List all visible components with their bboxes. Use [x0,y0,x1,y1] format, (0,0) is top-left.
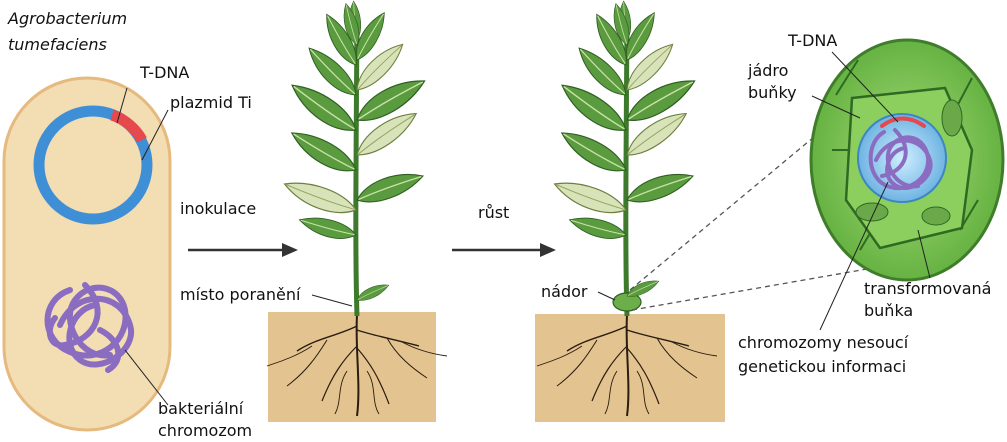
bacterium-cell [4,78,170,430]
inoculation-arrow [188,243,298,257]
organism-name-line2: tumefaciens [8,34,107,55]
nucleus-label-line2: buňky [748,82,797,103]
plasmid-label: plazmid Ti [170,92,252,113]
nucleus-label-line1: jádro [748,60,788,81]
tumor-leader [598,292,615,300]
cell-nucleus [858,114,946,202]
growth-arrow [452,243,556,257]
organism-name-line1: Agrobacterium [8,8,127,29]
chromosomes-label-line2: genetickou informaci [738,356,906,377]
plant-with-tumor [535,1,725,422]
chromosomes-label-line1: chromozomy nesoucí [738,332,908,353]
soil-block-right [535,314,725,422]
wound-site-leader [312,295,352,306]
transformed-cell-label-line2: buňka [864,300,913,321]
tumor-label: nádor [541,281,587,302]
bacterial-chromosome-label-line1: bakteriální [158,398,243,419]
tdna-label-right: T-DNA [788,30,837,51]
inoculation-label: inokulace [180,198,256,219]
tdna-label-left: T-DNA [140,62,189,83]
wound-site-label: místo poranění [180,284,300,305]
zoom-line-bottom [632,265,890,310]
transformed-cell-label-line1: transformovaná [864,278,991,299]
bacterial-chromosome-label-line2: chromozom [158,420,252,441]
growth-label: růst [478,202,509,223]
plant-wounded [267,1,447,422]
